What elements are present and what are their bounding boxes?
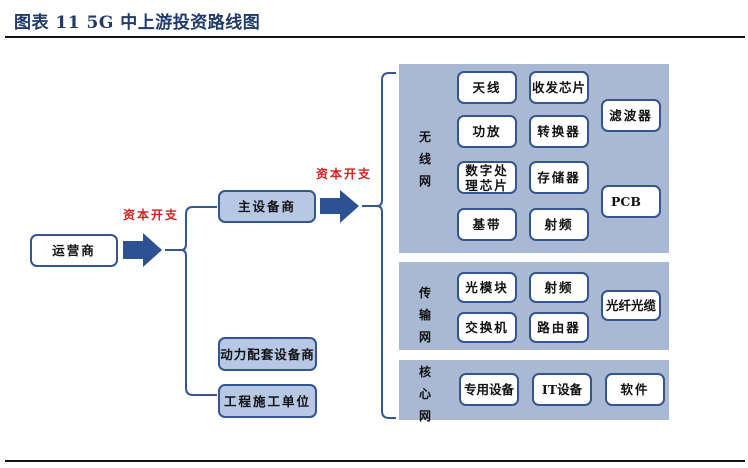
- capex-label: 资本开支: [123, 208, 180, 222]
- capex-label: 资本开支: [316, 167, 373, 181]
- component-node: 滤波器: [601, 99, 661, 132]
- arrow-right-icon: [320, 190, 359, 223]
- component-node: 路由器: [529, 312, 589, 343]
- component-node: 射频: [529, 208, 589, 241]
- brace-left: [165, 206, 217, 396]
- main-equipment-vendor-node: 主设备商: [218, 190, 316, 223]
- component-node: 功放: [457, 115, 517, 148]
- component-node: 转换器: [529, 115, 589, 148]
- transport-network-label: 传输网: [418, 286, 431, 344]
- component-node: 交换机: [457, 312, 517, 343]
- component-node: 软件: [605, 373, 665, 406]
- wireless-network-label: 无线网: [418, 130, 431, 188]
- brace-right: [362, 72, 396, 419]
- component-node: 光模块: [457, 272, 517, 303]
- arrow-right-icon: [123, 233, 162, 267]
- bottom-rule: [5, 460, 745, 462]
- component-node: IT设备: [532, 373, 592, 406]
- core-network-label: 核心网: [418, 365, 431, 423]
- figure-title: 图表 11 5G 中上游投资路线图: [14, 13, 261, 33]
- component-node: 专用设备: [459, 373, 519, 406]
- component-node: 存储器: [529, 161, 589, 194]
- power-supporting-vendor-node: 动力配套设备商: [218, 337, 317, 371]
- operator-node: 运营商: [30, 234, 118, 267]
- component-node: 数字处理芯片: [457, 161, 517, 194]
- component-node: 收发芯片: [529, 71, 589, 104]
- component-node: 天线: [457, 71, 517, 104]
- component-node: PCB: [601, 185, 661, 218]
- component-node: 光纤光缆: [601, 290, 661, 321]
- construction-contractor-node: 工程施工单位: [218, 384, 317, 418]
- component-node: 射频: [529, 272, 589, 303]
- component-node: 基带: [457, 208, 517, 241]
- title-underline: [5, 36, 745, 38]
